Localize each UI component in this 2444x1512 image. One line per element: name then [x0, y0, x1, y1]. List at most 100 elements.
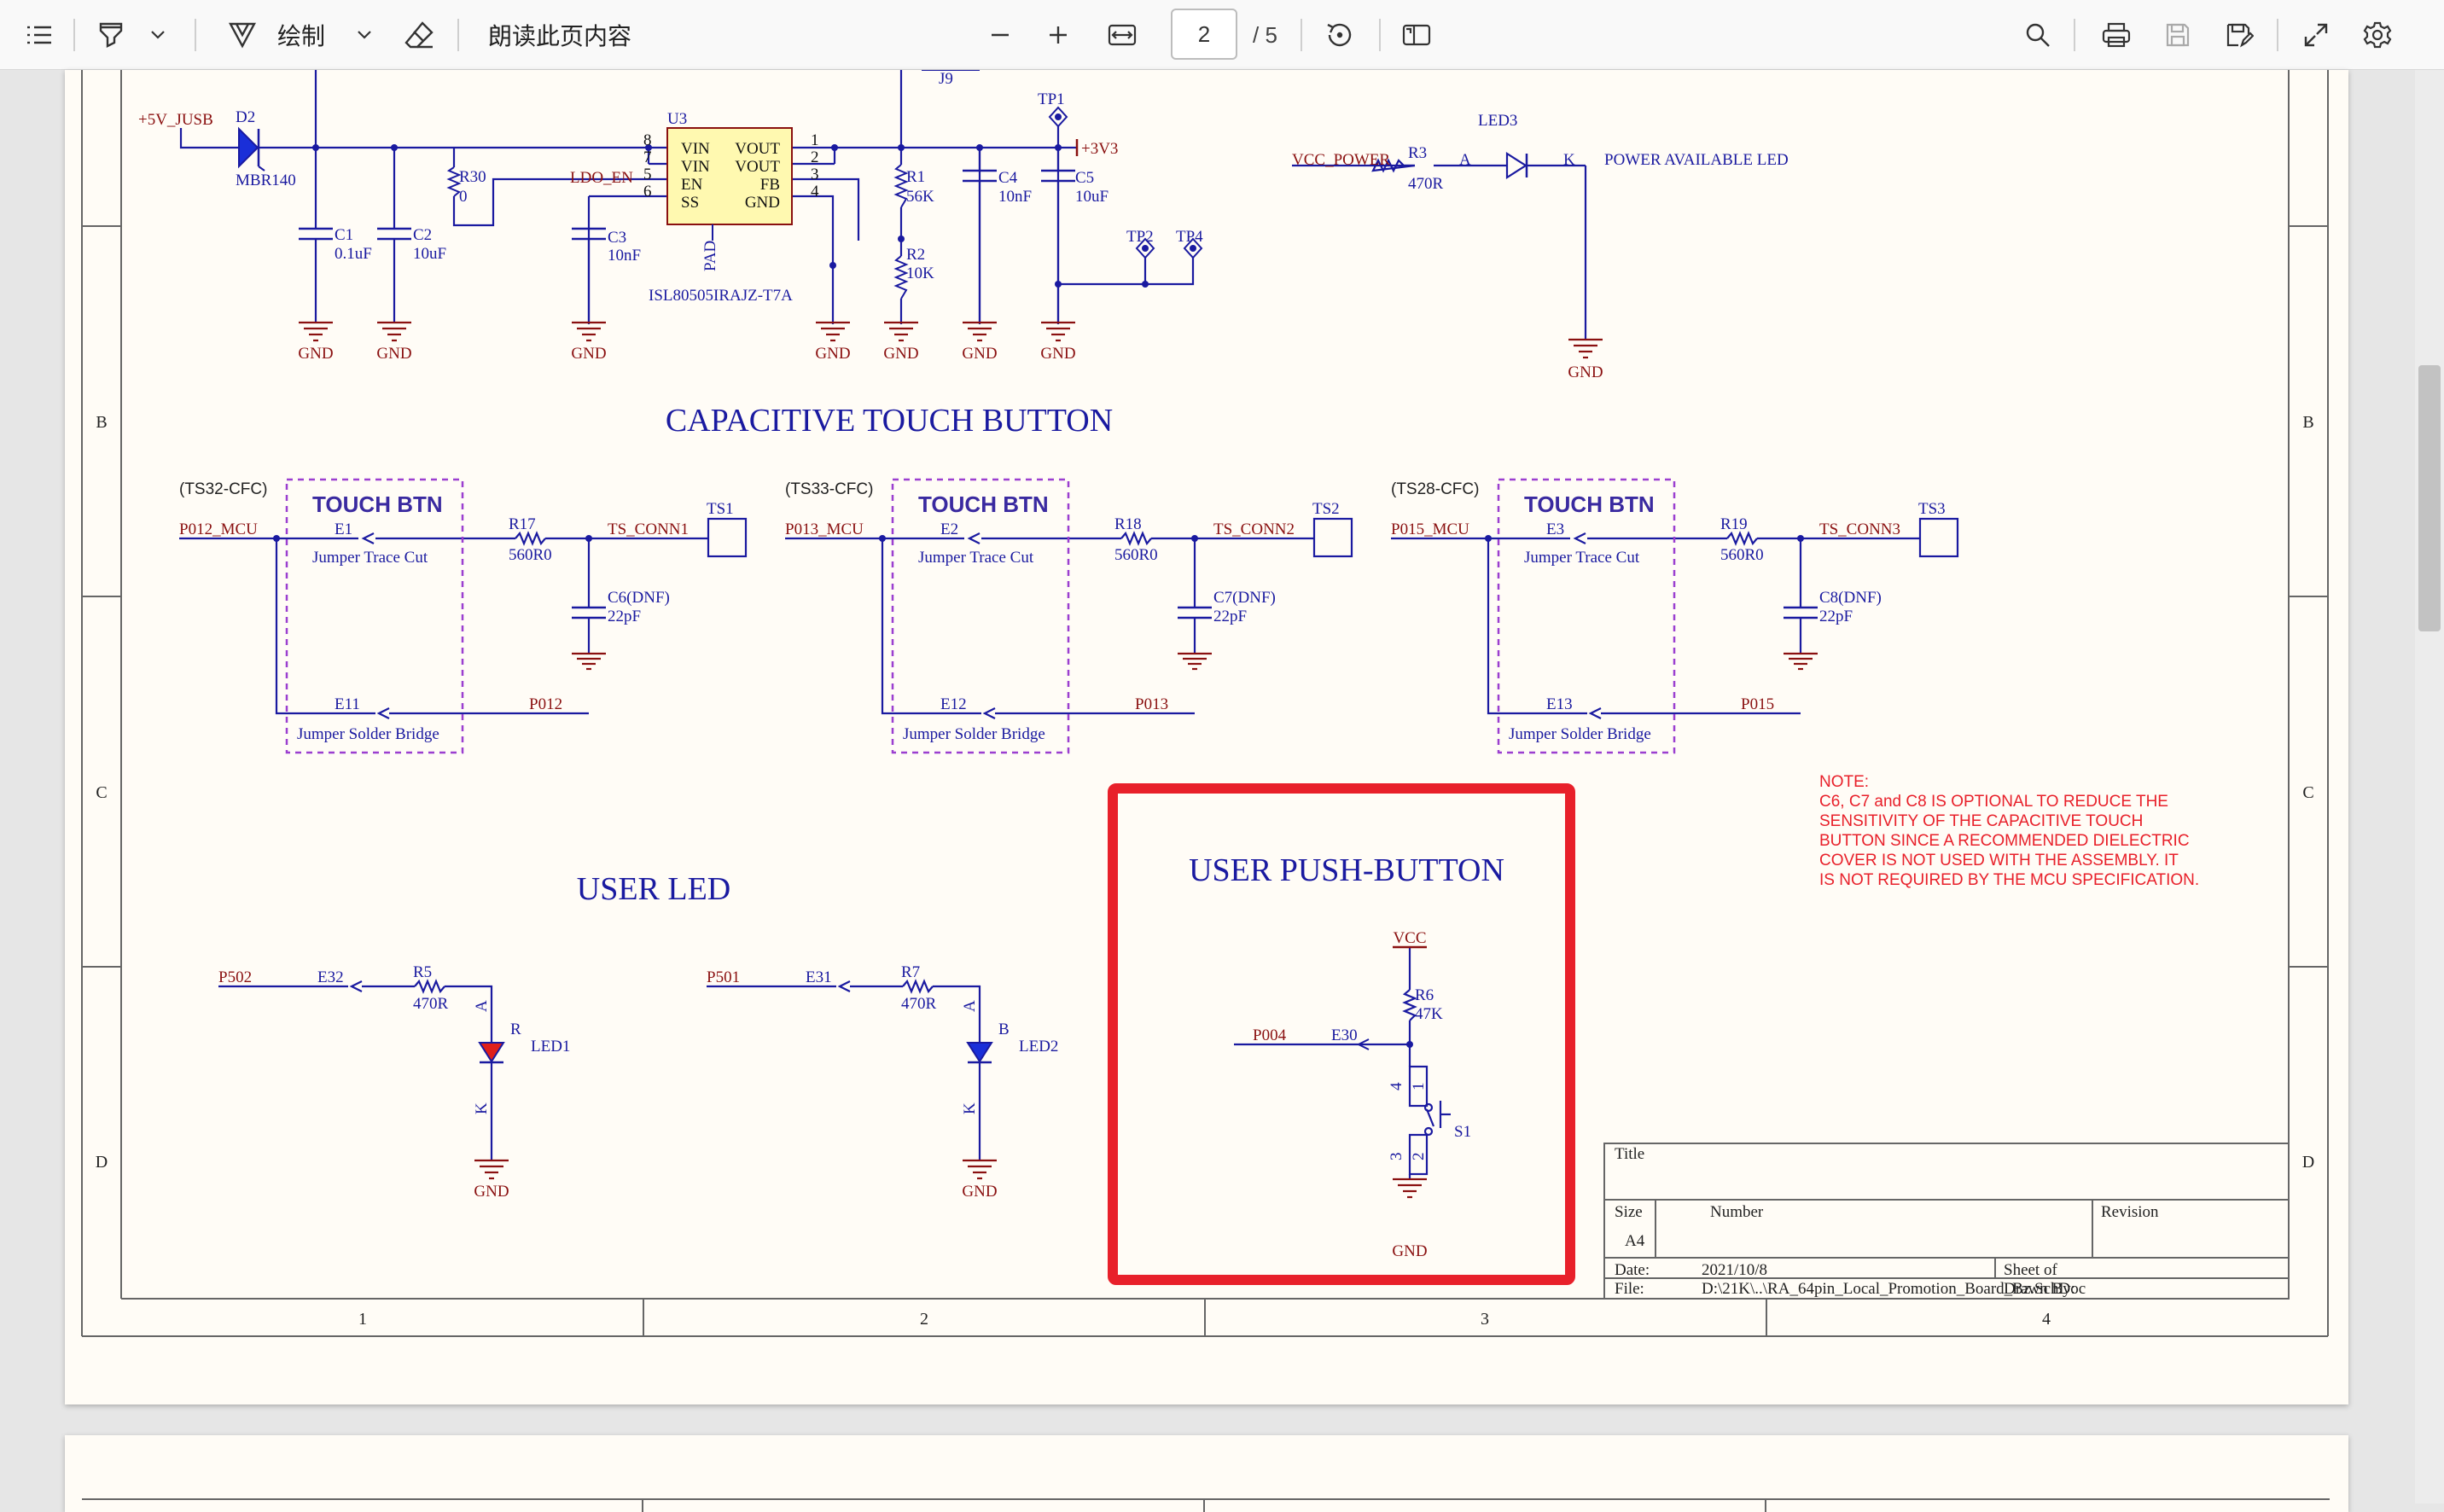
- rotate-icon[interactable]: [1319, 0, 1360, 70]
- c5-ref: C5: [1075, 169, 1094, 187]
- touch-trace-label: Jumper Trace Cut: [312, 549, 428, 567]
- title-block: [1603, 1143, 2290, 1300]
- gear-icon[interactable]: [2357, 0, 2398, 70]
- date-value: 2021/10/8: [1702, 1261, 1767, 1279]
- save-as-icon[interactable]: [2219, 0, 2260, 70]
- search-icon[interactable]: [2019, 0, 2057, 70]
- diode-d2-symbol: [238, 126, 259, 169]
- border-row-d: D: [96, 1153, 108, 1172]
- zoom-out-icon[interactable]: [981, 0, 1019, 70]
- touch-conn-net: TS_CONN2: [1213, 520, 1295, 538]
- touch-bottom-net: P012: [529, 695, 562, 713]
- sheet-label: Sheet of: [2004, 1261, 2057, 1279]
- vertical-scrollbar[interactable]: [2415, 70, 2444, 1503]
- touch-bottom-net: P015: [1741, 695, 1774, 713]
- gnd-label: GND: [1568, 363, 1603, 381]
- touch-ts-ref: TS3: [1918, 500, 1946, 518]
- u3-pinnum: 6: [643, 183, 652, 201]
- scrollbar-thumb[interactable]: [2418, 365, 2441, 631]
- gnd-label: GND: [571, 345, 606, 363]
- border-row-d: D: [2302, 1153, 2314, 1172]
- net-ldo-en: LDO_EN: [570, 169, 633, 187]
- touch-bridge-label: Jumper Solder Bridge: [903, 725, 1045, 743]
- u3-pinnum: 1: [811, 131, 819, 149]
- date-label: Date:: [1615, 1261, 1650, 1279]
- test-point-symbols: [1048, 106, 1203, 259]
- j9-label: J9: [939, 70, 953, 88]
- read-aloud-button[interactable]: 朗读此页内容: [487, 23, 631, 49]
- s1-pin: 1: [1410, 1083, 1428, 1091]
- user-led-title: USER LED: [577, 871, 731, 907]
- page-view-icon[interactable]: [1396, 0, 1437, 70]
- r1-value: 56K: [906, 188, 934, 206]
- gnd-label: GND: [1040, 345, 1075, 363]
- save-icon[interactable]: [2157, 0, 2198, 70]
- u3-pin-vin: VIN: [681, 140, 710, 158]
- touch-c-ref: C6(DNF): [608, 589, 670, 607]
- note-line: IS NOT REQUIRED BY THE MCU SPECIFICATION…: [1819, 871, 2199, 889]
- revision-label: Revision: [2101, 1203, 2159, 1221]
- drawn-by-label: Drawn By:: [2004, 1280, 2075, 1298]
- touch-btn-title: TOUCH BTN: [312, 491, 443, 517]
- user-led-anode: A: [961, 1000, 979, 1012]
- u3-regulator-ic: [666, 127, 793, 225]
- toolbar-separator: [2277, 19, 2278, 51]
- zoom-in-icon[interactable]: [1039, 0, 1077, 70]
- c4-ref: C4: [998, 169, 1018, 187]
- touch-bridge-label: Jumper Solder Bridge: [297, 725, 439, 743]
- touch-r-ref: R17: [509, 515, 536, 533]
- toolbar-separator: [1301, 19, 1302, 51]
- fit-width-icon[interactable]: [1101, 0, 1143, 70]
- u3-pin-vout: VOUT: [735, 140, 780, 158]
- fullscreen-icon[interactable]: [2296, 0, 2336, 70]
- file-label: File:: [1615, 1280, 1644, 1298]
- touch-ts-ref: TS1: [707, 500, 734, 518]
- touch-jumper-top: E2: [940, 520, 958, 538]
- chevron-down-icon[interactable]: [350, 0, 379, 70]
- touch-btn-title: TOUCH BTN: [918, 491, 1049, 517]
- r2-ref: R2: [906, 246, 925, 264]
- border-row-c: C: [96, 783, 107, 802]
- highlight-icon[interactable]: [90, 0, 131, 70]
- chevron-down-icon[interactable]: [143, 0, 172, 70]
- c2-ref: C2: [413, 226, 432, 244]
- note-line: C6, C7 and C8 IS OPTIONAL TO REDUCE THE: [1819, 793, 2168, 811]
- border-col-2: 2: [920, 1310, 928, 1329]
- touch-r-val: 560R0: [1114, 546, 1158, 564]
- draw-icon[interactable]: [224, 0, 261, 70]
- power-led-symbol: [1505, 151, 1528, 180]
- pdf-page: B B C C D D 1 2 3 4: [65, 69, 2348, 1404]
- gnd-label: GND: [376, 345, 411, 363]
- eraser-icon[interactable]: [399, 0, 439, 70]
- size-value: A4: [1625, 1232, 1645, 1250]
- touch-jumper-bottom: E11: [335, 695, 360, 713]
- user-led-color-letter: R: [510, 1021, 521, 1038]
- toolbar-separator: [195, 19, 196, 51]
- note-line: NOTE:: [1819, 773, 1869, 791]
- tp1-label: TP1: [1038, 90, 1065, 108]
- net-vcc: VCC: [1393, 929, 1426, 947]
- contents-list-icon[interactable]: [19, 0, 60, 70]
- u3-pin-ss: SS: [681, 194, 699, 212]
- touch-c-ref: C8(DNF): [1819, 589, 1882, 607]
- c3-value: 10nF: [608, 247, 641, 265]
- r1-ref: R1: [906, 168, 925, 186]
- c5-value: 10uF: [1075, 188, 1109, 206]
- c3-ref: C3: [608, 229, 626, 247]
- u3-pad: PAD: [701, 241, 719, 271]
- page-number-input[interactable]: 2: [1171, 9, 1237, 60]
- border-row-c: C: [2302, 783, 2313, 802]
- touch-cfc-label: (TS28-CFC): [1391, 480, 1479, 498]
- user-led-ref: LED1: [531, 1038, 570, 1055]
- r3-ref: R3: [1408, 144, 1427, 162]
- touch-jumper-bottom: E13: [1546, 695, 1573, 713]
- print-icon[interactable]: [2096, 0, 2137, 70]
- draw-button[interactable]: 绘制: [276, 23, 325, 49]
- gnd-symbols: [299, 321, 1075, 342]
- u3-pin-vin: VIN: [681, 158, 710, 176]
- touch-cfc-label: (TS32-CFC): [179, 480, 267, 498]
- user-led-net: P502: [218, 968, 252, 986]
